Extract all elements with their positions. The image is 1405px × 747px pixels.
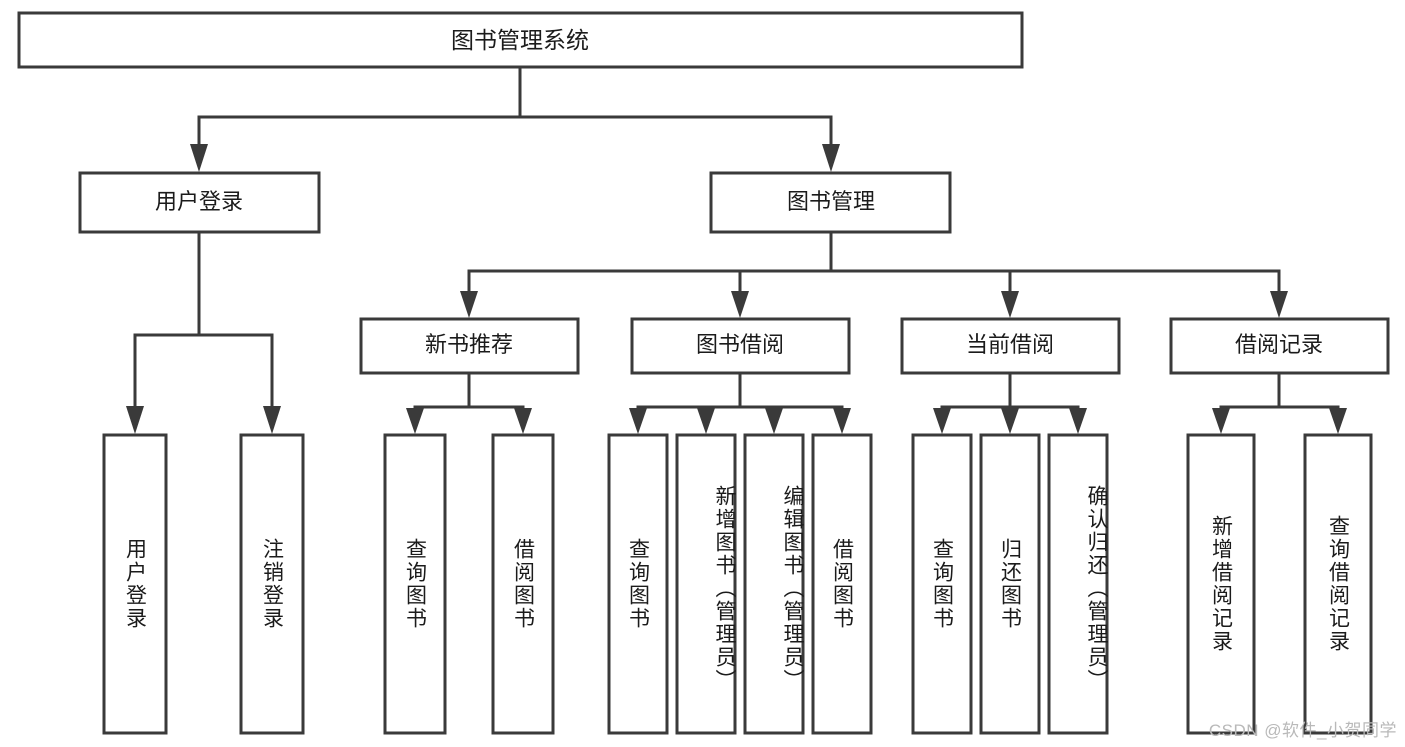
connector-new-book-to-leaves [406, 371, 532, 434]
node-borrow-record-label: 借阅记录 [1235, 332, 1323, 357]
leaf-box-user-login-0[interactable] [102, 433, 168, 735]
leaf-box-current-borrow-0[interactable] [911, 433, 973, 735]
arrow-head-current-borrow-leaf-2 [1069, 408, 1087, 434]
node-new-book-recommend[interactable]: 新书推荐 [359, 317, 580, 375]
node-book-borrow[interactable]: 图书借阅 [630, 317, 851, 375]
connector-root-to-level2 [190, 65, 840, 172]
connector-current-borrow-to-leaves [933, 371, 1087, 434]
arrow-head-book-manage [822, 144, 840, 172]
leaf-box-borrow-record-1[interactable] [1303, 433, 1373, 735]
leaf-box-current-borrow-2[interactable] [1047, 433, 1109, 735]
leaf-box-new-book-1[interactable] [491, 433, 555, 735]
arrow-head-current-borrow [1001, 291, 1019, 318]
leaf-box-book-borrow-2[interactable] [743, 433, 805, 735]
leaf-box-current-borrow-1[interactable] [979, 433, 1041, 735]
arrow-head-new-book-leaf-1 [514, 408, 532, 434]
node-root-box[interactable] [17, 11, 1024, 69]
leaf-box-borrow-record-0[interactable] [1186, 433, 1256, 735]
node-book-manage-box[interactable] [709, 171, 952, 234]
node-new-book-recommend-box[interactable] [359, 317, 580, 375]
node-borrow-record[interactable]: 借阅记录 [1169, 317, 1390, 375]
node-new-book-recommend-label: 新书推荐 [425, 332, 513, 357]
node-root-system[interactable]: 图书管理系统 [17, 11, 1024, 69]
node-book-borrow-box[interactable] [630, 317, 851, 375]
arrow-head-book-borrow-leaf-0 [629, 408, 647, 434]
connector-user-login-to-leaves [126, 230, 281, 434]
arrow-head-book-borrow-leaf-2 [765, 408, 783, 434]
arrow-head-user-login-leaf-1 [263, 406, 281, 434]
node-user-login-label: 用户登录 [155, 189, 243, 214]
node-current-borrow-label: 当前借阅 [966, 332, 1054, 357]
node-user-login[interactable]: 用户登录 [78, 171, 321, 234]
arrow-head-borrow-record-leaf-1 [1329, 408, 1347, 434]
leaf-box-book-borrow-3[interactable] [811, 433, 873, 735]
leaf-box-new-book-0[interactable] [383, 433, 447, 735]
arrow-head-user-login-leaf-0 [126, 406, 144, 434]
arrow-head-book-borrow [731, 291, 749, 318]
node-borrow-record-box[interactable] [1169, 317, 1390, 375]
arrow-head-borrow-record [1270, 291, 1288, 318]
node-current-borrow-box[interactable] [900, 317, 1121, 375]
leaf-box-user-login-1[interactable] [239, 433, 305, 735]
leaf-box-book-borrow-1[interactable] [675, 433, 737, 735]
arrow-head-current-borrow-leaf-1 [1001, 408, 1019, 434]
arrow-head-book-borrow-leaf-1 [697, 408, 715, 434]
node-current-borrow[interactable]: 当前借阅 [900, 317, 1121, 375]
node-book-manage[interactable]: 图书管理 [709, 171, 952, 234]
csdn-watermark: CSDN @软件_小贺同学 [1208, 721, 1397, 740]
arrow-head-book-borrow-leaf-3 [833, 408, 851, 434]
node-user-login-box[interactable] [78, 171, 321, 234]
arrow-head-current-borrow-leaf-0 [933, 408, 951, 434]
connector-book-borrow-to-leaves [629, 371, 851, 434]
arrow-head-new-book [460, 291, 478, 318]
connector-borrow-record-to-leaves [1212, 371, 1347, 434]
arrow-head-borrow-record-leaf-0 [1212, 408, 1230, 434]
arrow-head-user-login [190, 144, 208, 172]
node-book-manage-label: 图书管理 [787, 189, 875, 214]
connector-book-manage-to-level3 [460, 230, 1288, 318]
arrow-head-new-book-leaf-0 [406, 408, 424, 434]
leaf-box-book-borrow-0[interactable] [607, 433, 669, 735]
node-root-label: 图书管理系统 [451, 27, 589, 53]
node-book-borrow-label: 图书借阅 [696, 332, 784, 357]
